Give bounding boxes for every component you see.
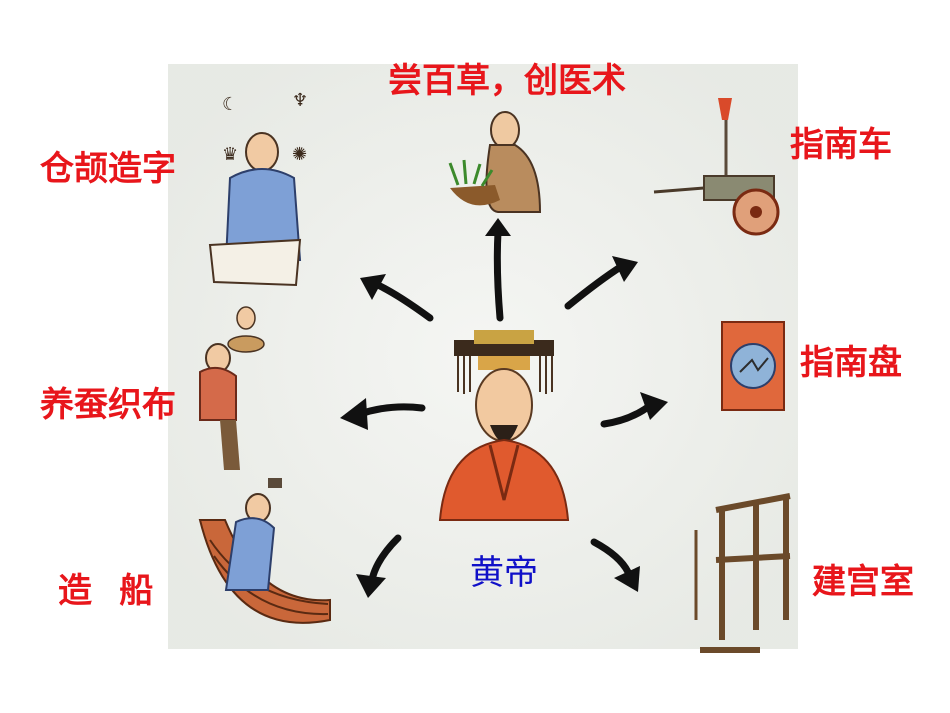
shipbuilder-figure-icon <box>198 478 331 624</box>
label-silk-weaving: 养蚕织布 <box>40 385 176 425</box>
label-herbal-medicine: 尝百草，创医术 <box>388 61 626 101</box>
herbalist-figure-icon <box>448 111 542 213</box>
svg-text:♆: ♆ <box>292 90 308 111</box>
compass-plate-icon <box>721 321 785 411</box>
arrow-to-herbalist <box>493 228 504 322</box>
label-cangjie-writing: 仓颉造字 <box>40 149 176 189</box>
label-shipbuilding: 造船 <box>58 571 181 611</box>
label-compass: 指南盘 <box>800 343 902 383</box>
palace-builder-icon <box>694 493 791 653</box>
arrow-to-cart <box>564 262 626 310</box>
weaver-figure-icon <box>199 306 265 470</box>
label-south-pointing-cart: 指南车 <box>790 125 892 165</box>
arrow-to-scribe <box>376 282 434 322</box>
emperor-figure-icon <box>438 330 570 521</box>
arrows <box>340 218 668 598</box>
arrow-to-palace <box>590 538 632 576</box>
scribe-figure-icon: ☾ ♆ ✺ ♛ <box>208 90 308 287</box>
svg-text:♛: ♛ <box>222 144 238 165</box>
label-palace: 建宫室 <box>812 562 914 602</box>
svg-text:✺: ✺ <box>292 144 307 165</box>
svg-text:☾: ☾ <box>222 94 238 115</box>
south-pointing-cart-icon <box>653 98 780 236</box>
label-huangdi: 黄帝 <box>470 553 538 593</box>
